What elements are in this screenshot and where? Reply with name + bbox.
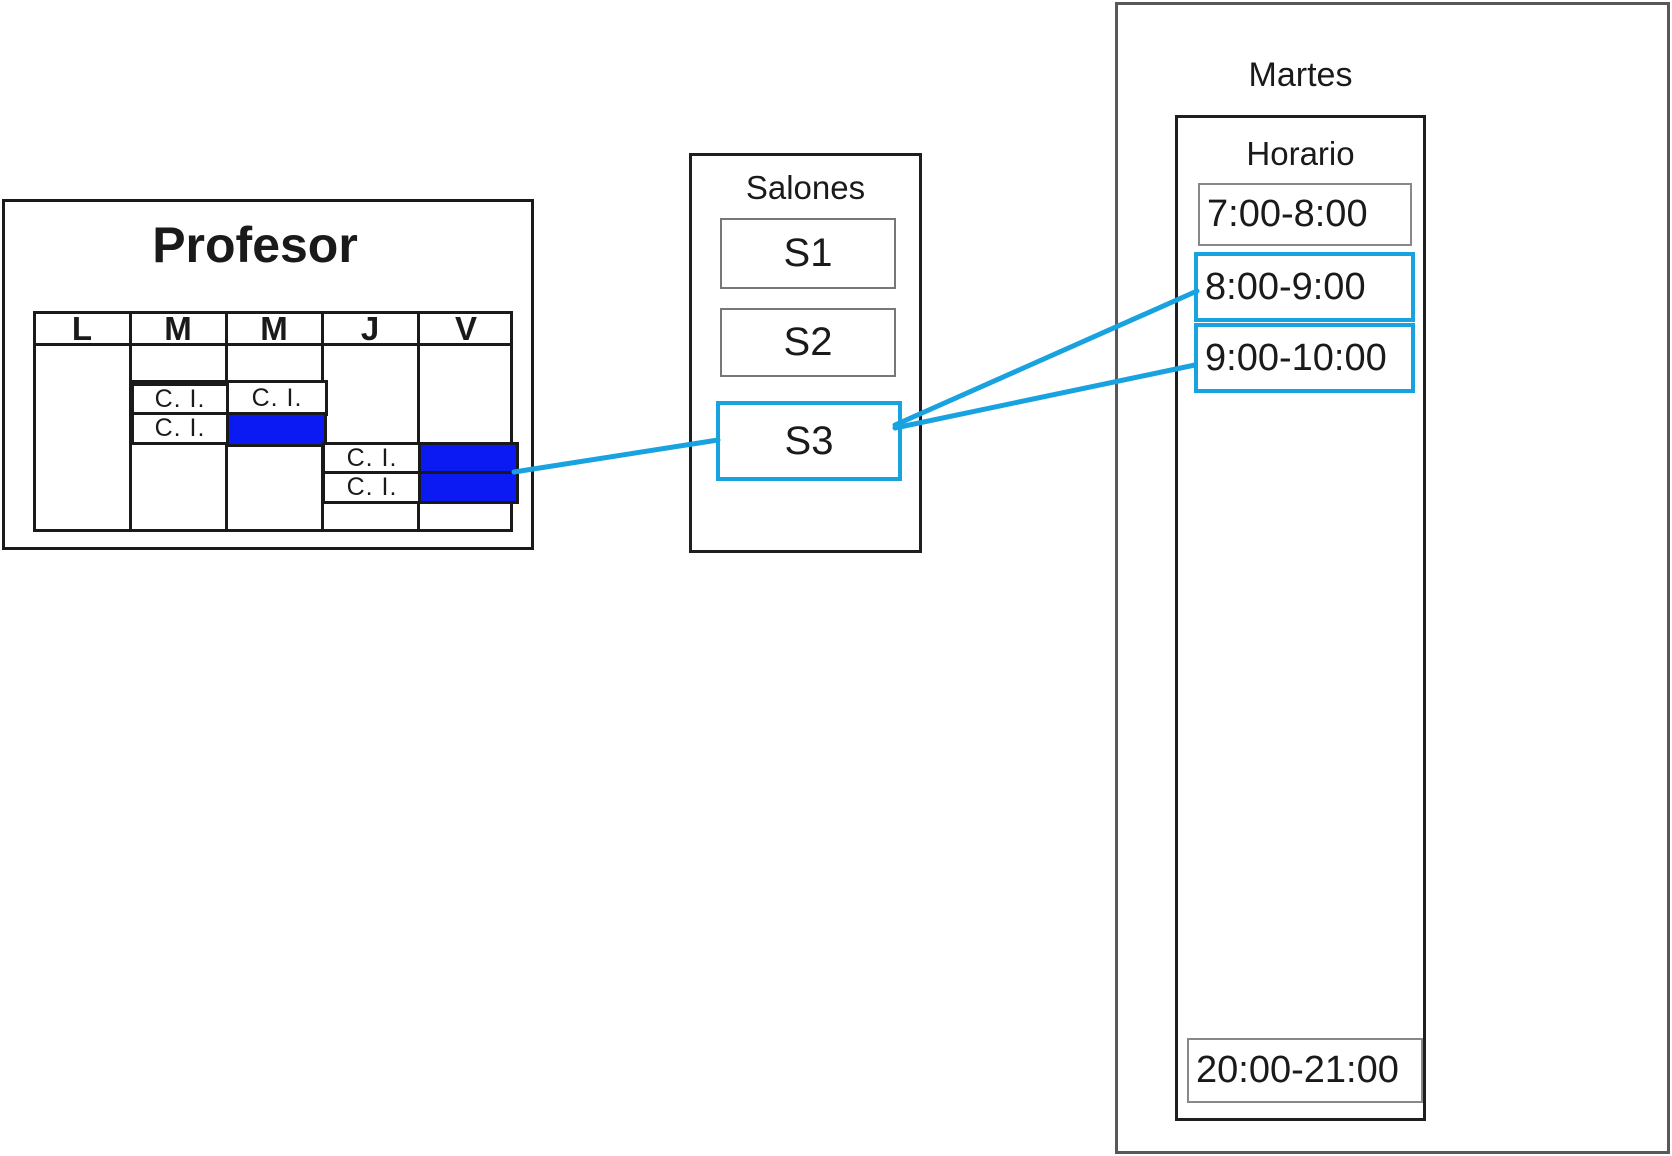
horario-column: Horario 7:00-8:00 8:00-9:00 9:00-10:00 2… xyxy=(1175,115,1426,1121)
ci-cell: C. I. xyxy=(322,442,422,475)
room-option-s1[interactable]: S1 xyxy=(720,218,896,289)
profesor-panel: Profesor xyxy=(2,199,534,550)
time-slot-20-21[interactable]: 20:00-21:00 xyxy=(1187,1038,1423,1103)
occupied-cell-blue xyxy=(418,471,519,504)
table-gridline xyxy=(36,343,510,346)
salones-title: Salones xyxy=(745,169,866,206)
ci-cell: C. I. xyxy=(322,471,422,504)
day-header-J: J xyxy=(360,309,381,347)
connector-table-to-s3 xyxy=(511,437,721,475)
time-slot-8-9-highlighted[interactable]: 8:00-9:00 xyxy=(1194,252,1415,322)
horario-header: Horario xyxy=(1246,135,1355,172)
day-header-M1: M xyxy=(164,309,193,347)
ci-cell: C. I. xyxy=(226,380,328,416)
day-header-V: V xyxy=(454,309,478,347)
profesor-title: Profesor xyxy=(152,217,358,273)
room-option-s3-selected[interactable]: S3 xyxy=(716,401,902,481)
occupied-cell-blue xyxy=(418,442,519,474)
table-gridline xyxy=(129,314,132,529)
profesor-week-table: L M M J V C. I. C. I. C. I. C. I. C. I. xyxy=(33,309,519,532)
time-slot-7-8[interactable]: 7:00-8:00 xyxy=(1198,183,1412,246)
martes-title: Martes xyxy=(1248,55,1353,94)
martes-panel: Martes Horario 7:00-8:00 8:00-9:00 9:00-… xyxy=(1115,2,1670,1154)
ci-cell: C. I. xyxy=(131,383,229,415)
day-header-M2: M xyxy=(260,309,289,347)
time-slot-9-10-highlighted[interactable]: 9:00-10:00 xyxy=(1194,323,1415,393)
table-gridline xyxy=(417,314,420,529)
day-header-L: L xyxy=(71,309,94,347)
room-option-s2[interactable]: S2 xyxy=(720,308,896,377)
occupied-cell-blue xyxy=(226,412,327,447)
salones-panel: Salones S1 S2 S3 xyxy=(689,153,922,553)
ci-cell: C. I. xyxy=(131,412,229,445)
